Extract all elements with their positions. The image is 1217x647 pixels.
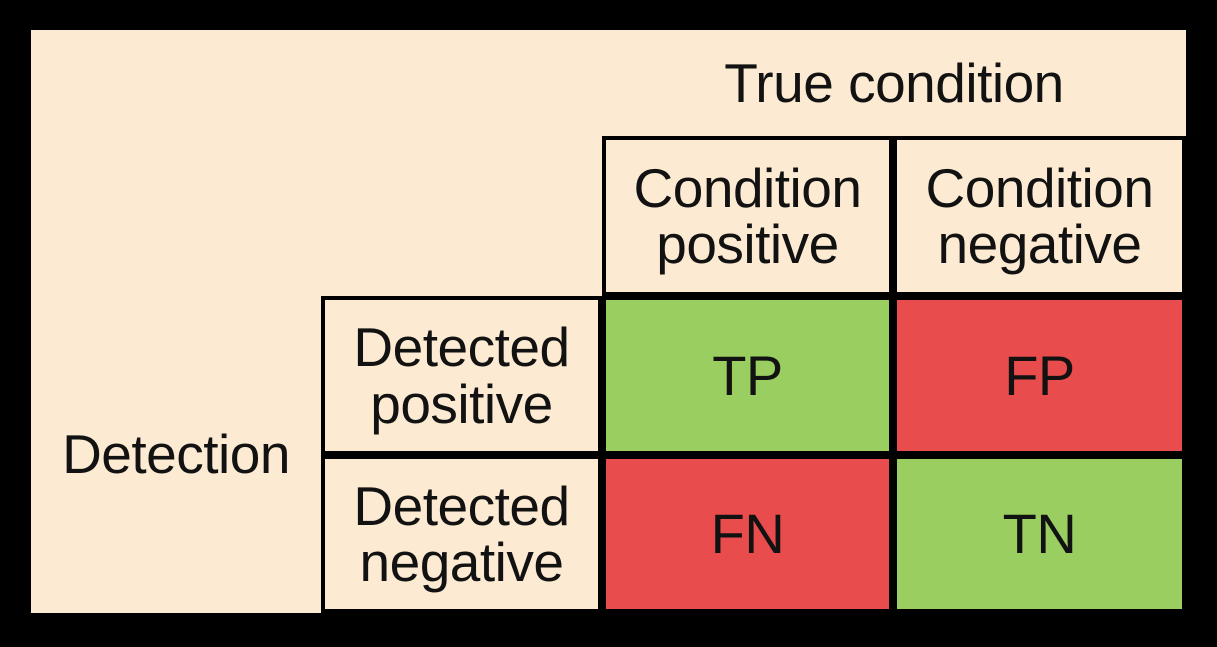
- matrix-cell-true-negative: TN: [893, 455, 1186, 613]
- row-axis-label-detection: Detection: [62, 423, 290, 486]
- row-header-detected-negative: Detected negative: [321, 455, 602, 613]
- matrix-cell-false-negative: FN: [602, 455, 893, 613]
- column-header-condition-positive: Condition positive: [602, 136, 893, 296]
- matrix-cell-true-positive: TP: [602, 296, 893, 455]
- row-header-detected-positive: Detected positive: [321, 296, 602, 455]
- column-header-condition-negative: Condition negative: [893, 136, 1186, 296]
- column-axis-label-true-condition: True condition: [724, 51, 1064, 114]
- matrix-cell-false-positive: FP: [893, 296, 1186, 455]
